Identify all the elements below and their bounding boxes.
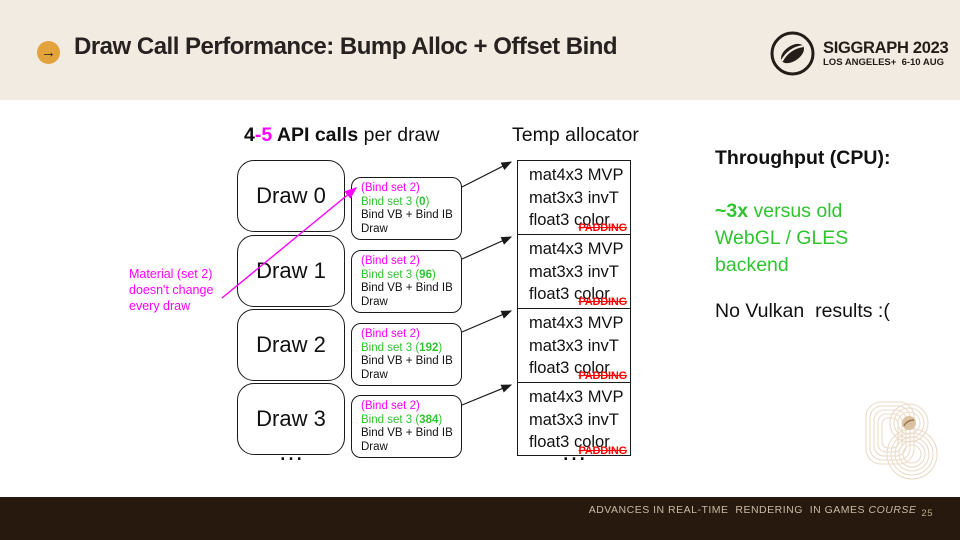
throughput-multiplier: ~3x — [715, 200, 749, 222]
header-bar: → Draw Call Performance: Bump Alloc + Of… — [0, 0, 960, 100]
bind-offset: 0 — [419, 195, 426, 208]
siggraph-50-watermark — [865, 401, 938, 480]
padding-label: PADDING — [578, 370, 627, 382]
draw-cmd-line: Draw — [361, 295, 388, 308]
bind-set3-line: Bind set 3 (96) — [361, 268, 436, 281]
alloc-arrow-2 — [461, 310, 513, 333]
throughput-heading: Throughput (CPU): — [715, 147, 891, 169]
api-calls-heading: 4-5 API calls per draw — [244, 124, 440, 147]
bind-offset: 96 — [419, 268, 432, 281]
api-heading-calls: API calls — [272, 124, 359, 146]
bind-offset: 384 — [419, 413, 439, 426]
draw-cmd-line: Draw — [361, 368, 388, 381]
bind-callout-2: (Bind set 2) Bind set 3 (192) Bind VB + … — [351, 323, 462, 386]
padding-label: PADDING — [578, 296, 627, 308]
api-heading-5: -5 — [254, 124, 273, 146]
bind-offset: 192 — [419, 341, 439, 354]
material-note: Material (set 2) doesn't change every dr… — [129, 267, 214, 313]
alloc-block-3: mat4x3 MVP mat3x3 invT float3 color PADD… — [518, 383, 630, 457]
bind-set3-line: Bind set 3 (0) — [361, 195, 430, 208]
bind-callout-0: (Bind set 2) Bind set 3 (0) Bind VB + Bi… — [351, 177, 462, 240]
throughput-result: ~3x versus old WebGL / GLES backend — [715, 198, 848, 279]
siggraph-logo-text: SIGGRAPH 2023 LOS ANGELES+ 6-10 AUG — [823, 39, 949, 68]
draw-box-3: Draw 3 — [237, 383, 345, 455]
bind-callout-3: (Bind set 2) Bind set 3 (384) Bind VB + … — [351, 395, 462, 458]
draw-column-ellipsis: … — [278, 436, 304, 466]
alloc-fields: mat4x3 MVP mat3x3 invT float3 color — [529, 240, 624, 303]
siggraph-logo-line2: LOS ANGELES+ 6-10 AUG — [823, 57, 944, 68]
bind-vbib-line: Bind VB + Bind IB — [361, 355, 453, 367]
footer-course-word: COURSE — [868, 504, 917, 516]
siggraph-logo-line1: SIGGRAPH 2023 — [823, 39, 949, 57]
siggraph-logo-icon — [770, 31, 815, 76]
page-number: 25 — [921, 508, 933, 519]
temp-allocator-box: mat4x3 MVP mat3x3 invT float3 color PADD… — [517, 160, 631, 457]
api-heading-perdraw: per draw — [358, 124, 440, 146]
page-title: Draw Call Performance: Bump Alloc + Offs… — [74, 33, 618, 60]
api-heading-4: 4 — [244, 124, 255, 146]
draw-box-2: Draw 2 — [237, 309, 345, 381]
bind-callout-1: (Bind set 2) Bind set 3 (96) Bind VB + B… — [351, 250, 462, 313]
footer-bar: ADVANCES IN REAL-TIME RENDERING IN GAMES… — [0, 497, 960, 540]
padding-label: PADDING — [578, 445, 627, 457]
bind-set3-line: Bind set 3 (192) — [361, 341, 443, 354]
alloc-arrow-3 — [461, 384, 513, 406]
alloc-block-1: mat4x3 MVP mat3x3 invT float3 color PADD… — [518, 235, 630, 309]
bind-vbib-line: Bind VB + Bind IB — [361, 282, 453, 294]
bind-set2-line: (Bind set 2) — [361, 182, 420, 194]
padding-label: PADDING — [578, 222, 627, 234]
bind-vbib-line: Bind VB + Bind IB — [361, 209, 453, 221]
allocator-column-ellipsis: … — [561, 436, 587, 466]
alloc-arrow-1 — [461, 236, 513, 260]
draw-box-1: Draw 1 — [237, 235, 345, 307]
vulkan-note: No Vulkan results :( — [715, 300, 890, 322]
footer-text: ADVANCES IN REAL-TIME RENDERING IN GAMES… — [588, 504, 933, 519]
bind-set2-line: (Bind set 2) — [361, 255, 420, 267]
draw-box-0: Draw 0 — [237, 160, 345, 232]
bind-set2-line: (Bind set 2) — [361, 328, 420, 340]
footer-course-title: ADVANCES IN REAL-TIME RENDERING IN GAMES — [588, 504, 869, 516]
alloc-block-2: mat4x3 MVP mat3x3 invT float3 color PADD… — [518, 309, 630, 383]
alloc-fields: mat4x3 MVP mat3x3 invT float3 color — [529, 314, 624, 377]
bind-set2-line: (Bind set 2) — [361, 400, 420, 412]
draw-cmd-line: Draw — [361, 440, 388, 453]
alloc-fields: mat4x3 MVP mat3x3 invT float3 color — [529, 388, 624, 451]
throughput-detail: versus old WebGL / GLES backend — [715, 200, 849, 276]
bind-set3-line: Bind set 3 (384) — [361, 413, 443, 426]
bind-vbib-line: Bind VB + Bind IB — [361, 427, 453, 439]
alloc-block-0: mat4x3 MVP mat3x3 invT float3 color PADD… — [518, 161, 630, 235]
alloc-arrow-0 — [461, 161, 513, 188]
draw-cmd-line: Draw — [361, 222, 388, 235]
siggraph-logo: SIGGRAPH 2023 LOS ANGELES+ 6-10 AUG — [769, 30, 949, 77]
arrow-bullet-icon: → — [37, 41, 60, 64]
alloc-fields: mat4x3 MVP mat3x3 invT float3 color — [529, 166, 624, 229]
temp-allocator-heading: Temp allocator — [512, 124, 639, 146]
